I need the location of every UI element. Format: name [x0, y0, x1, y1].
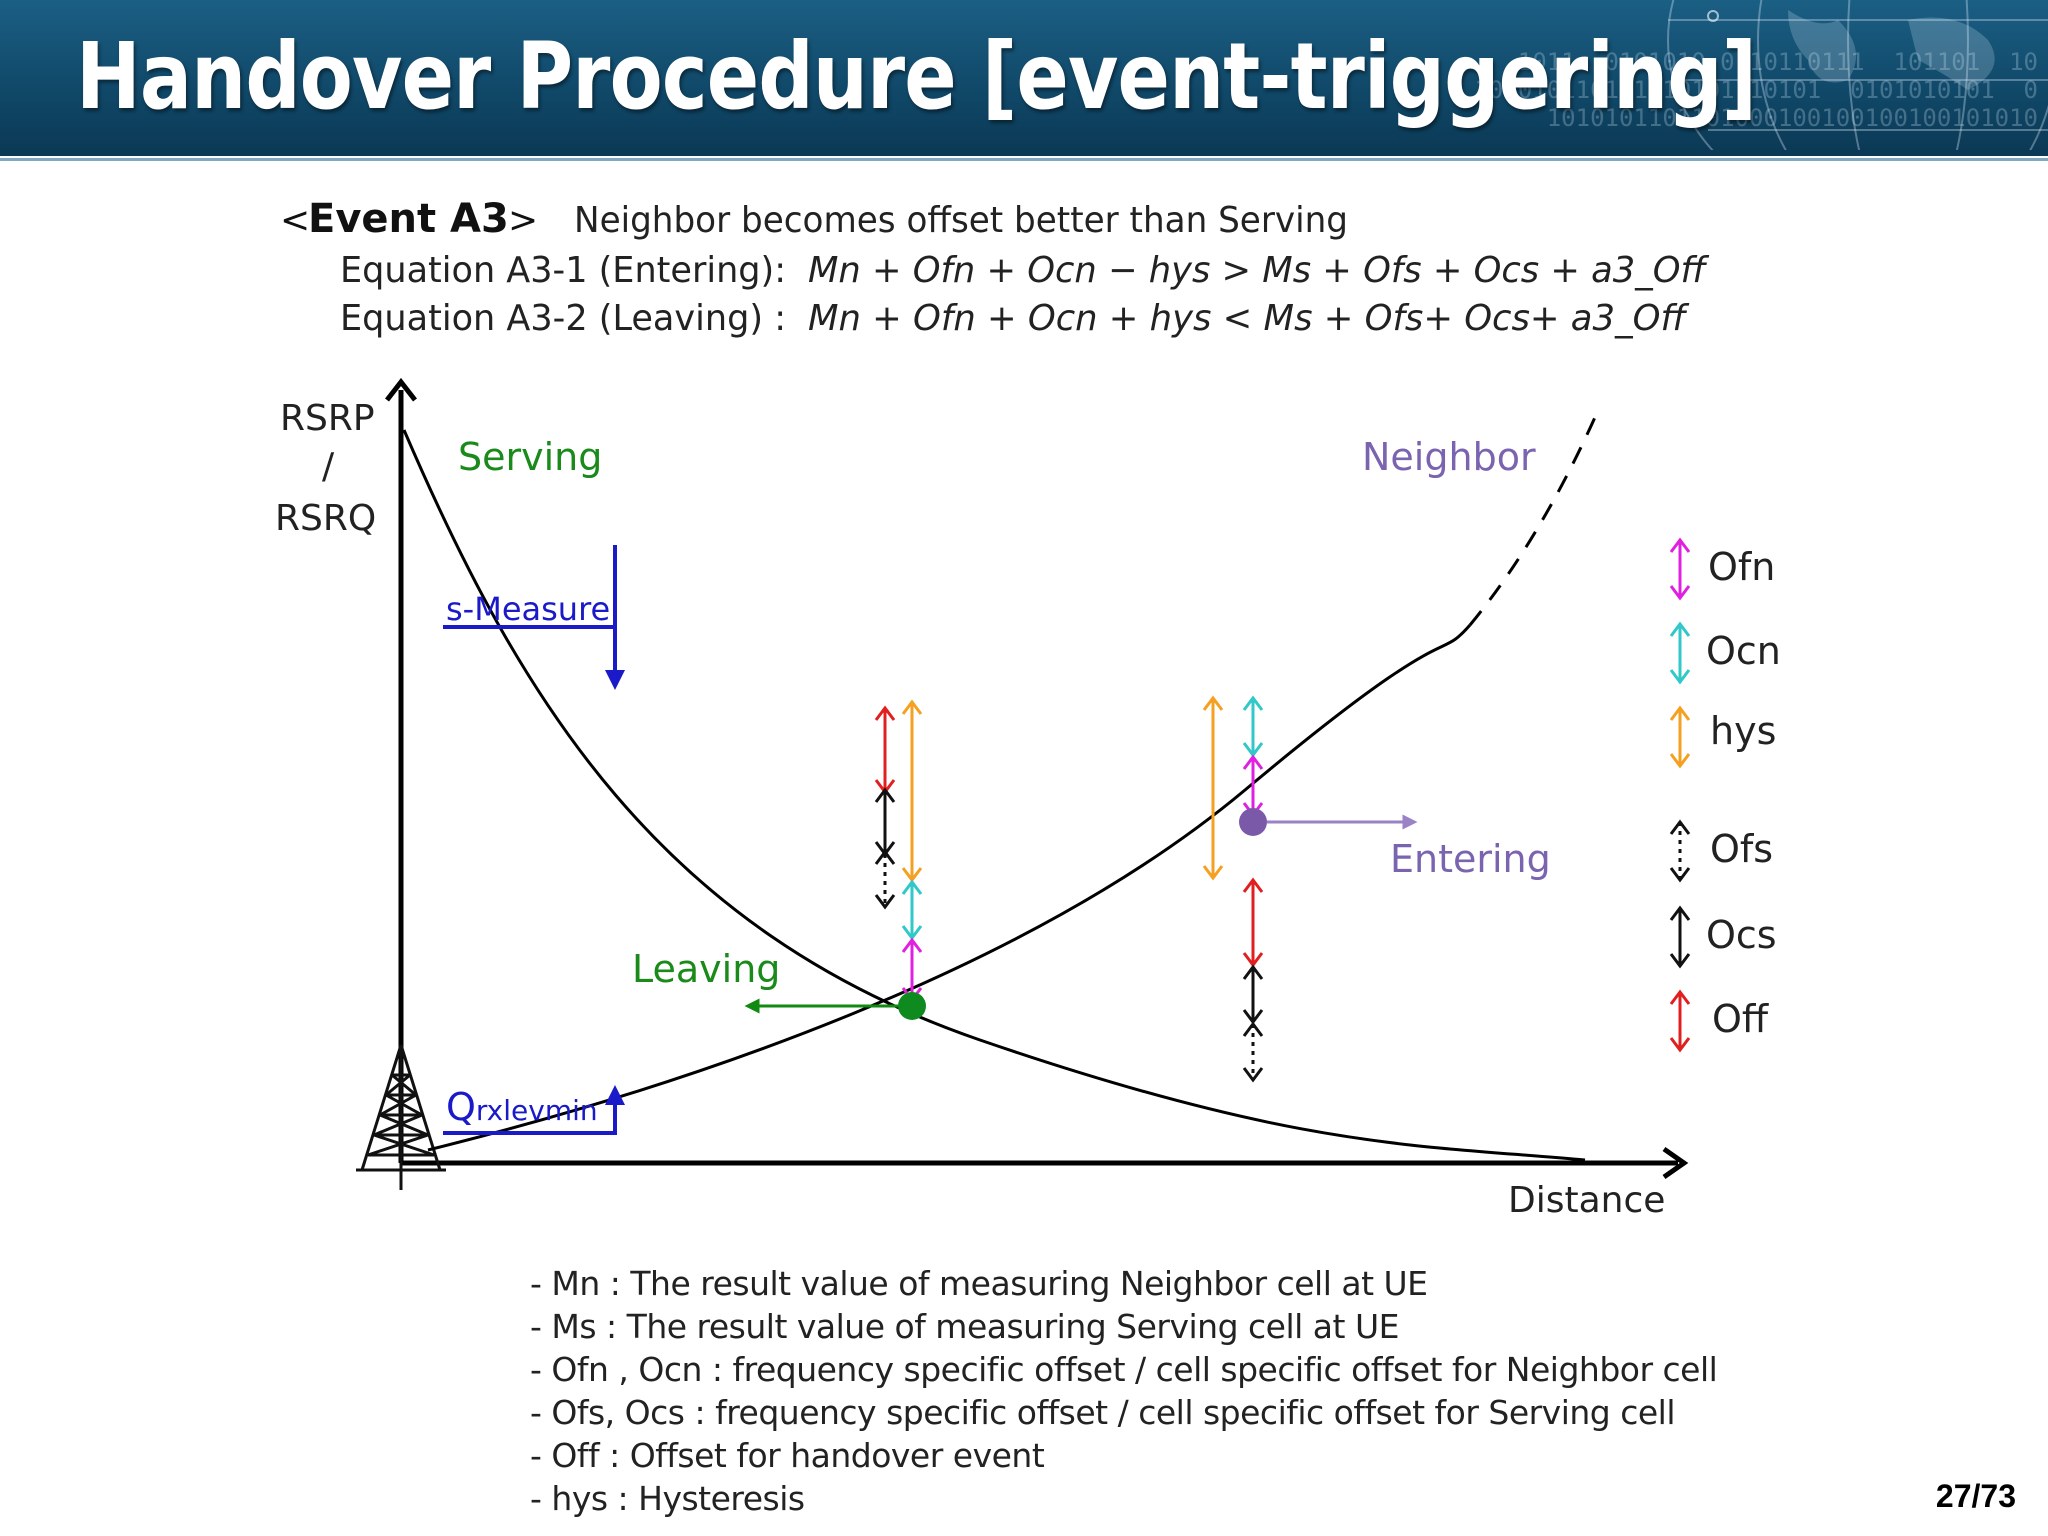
leaving-point — [898, 992, 926, 1020]
legend-hys: hys — [1669, 705, 1776, 769]
neighbor-curve — [427, 624, 1472, 1152]
legend-ocn-label: Ocn — [1706, 629, 1781, 673]
legend-ocs: Ocs — [1669, 905, 1777, 969]
globe-decoration — [1667, 0, 2048, 150]
legend-hys-label: hys — [1710, 709, 1776, 753]
entering-offset-stack — [1202, 695, 1264, 1083]
equation-2-label: Equation A3-2 (Leaving) : — [340, 298, 786, 339]
event-bracket-close: > — [508, 200, 538, 241]
y-axis-label-sep: / — [322, 446, 335, 487]
leaving-offset-stack — [874, 699, 923, 1003]
leaving-off-arrow — [874, 705, 896, 795]
legend-off: Off — [1669, 989, 1769, 1053]
legend-ofn-label: Ofn — [1708, 545, 1775, 589]
qrxlevmin-sub: rxlevmin — [476, 1094, 598, 1127]
definition-ms: - Ms : The result value of measuring Ser… — [530, 1307, 1399, 1346]
entering-ofn-arrow — [1242, 754, 1264, 818]
cell-tower-icon — [356, 1044, 446, 1190]
legend-ocn-arrow-icon — [1669, 621, 1691, 685]
serving-label: Serving — [458, 435, 602, 479]
binary-line-3: 1010101101101000100100100100101010 — [1503, 104, 2038, 132]
neighbor-label: Neighbor — [1362, 435, 1536, 479]
y-axis-arrowhead — [385, 377, 417, 402]
serving-curve — [402, 429, 1586, 1162]
s-measure-label: s-Measure — [446, 590, 610, 628]
leaving-label: Leaving — [632, 947, 780, 991]
event-name: Event A3 — [308, 196, 509, 242]
legend-off-label: Off — [1712, 997, 1769, 1041]
legend-ocs-label: Ocs — [1706, 913, 1777, 957]
header-divider — [0, 150, 2048, 156]
binary-line-1: 1011 0101010 0110110111 101101 10 — [1517, 48, 2038, 76]
entering-label: Entering — [1390, 837, 1551, 881]
equation-1-label: Equation A3-1 (Entering): — [340, 250, 786, 291]
entering-off-arrow — [1242, 877, 1264, 968]
definition-ofs-ocs: - Ofs, Ocs : frequency specific offset /… — [530, 1393, 1676, 1432]
y-axis-label-bottom: RSRQ — [275, 498, 376, 539]
legend-ofs-label: Ofs — [1710, 827, 1773, 871]
binary-line-2: 1010101101 1110101110101 0101010101 0 — [1474, 76, 2038, 104]
legend-ofn: Ofn — [1669, 537, 1775, 601]
legend-ofn-arrow-icon — [1669, 537, 1691, 601]
entering-point — [1239, 808, 1267, 836]
definition-ofn-ocn: - Ofn , Ocn : frequency specific offset … — [530, 1350, 1718, 1389]
entering-ocs-arrow — [1242, 964, 1264, 1025]
offset-legend: Ofn Ocn hys Ofs Ocs — [1669, 537, 1781, 1053]
x-axis-label: Distance — [1508, 1180, 1665, 1221]
legend-ocs-arrow-icon — [1669, 905, 1691, 969]
event-bracket-open: < — [280, 200, 310, 241]
leaving-ocs-arrow — [874, 787, 896, 857]
legend-ofs-arrow-icon — [1669, 819, 1691, 883]
legend-hys-arrow-icon — [1669, 705, 1691, 769]
leaving-ocn-arrow — [901, 879, 923, 941]
qrxlevmin-label: Qrxlevmin — [446, 1085, 598, 1129]
leaving-ofn-arrow — [901, 937, 923, 1003]
leaving-hys-arrow — [901, 699, 923, 883]
entering-hys-arrow — [1202, 695, 1224, 881]
equation-2: Mn + Ofn + Ocn + hys < Ms + Ofs+ Ocs+ a3… — [808, 298, 1690, 339]
y-axis-label-top: RSRP — [280, 398, 375, 439]
legend-ofs: Ofs — [1669, 819, 1773, 883]
legend-off-arrow-icon — [1669, 989, 1691, 1053]
legend-ocn: Ocn — [1669, 621, 1781, 685]
header-divider-light — [0, 158, 2048, 161]
definitions-list: - Mn : The result value of measuring Nei… — [530, 1262, 1718, 1520]
leaving-ofs-arrow — [874, 849, 896, 910]
definition-off: - Off : Offset for handover event — [530, 1436, 1045, 1475]
entering-ocn-arrow — [1242, 695, 1264, 758]
definition-mn: - Mn : The result value of measuring Nei… — [530, 1264, 1428, 1303]
qrxlevmin-main: Q — [446, 1085, 476, 1129]
equation-1: Mn + Ofn + Ocn − hys > Ms + Ofs + Ocs + … — [808, 250, 1710, 291]
page-number: 27/73 — [1935, 1478, 2016, 1514]
x-axis-arrowhead — [1662, 1146, 1689, 1180]
event-description: Neighbor becomes offset better than Serv… — [574, 200, 1348, 241]
definition-hys: - hys : Hysteresis — [530, 1479, 805, 1518]
entering-ofs-arrow — [1242, 1021, 1264, 1083]
page-title: Handover Procedure [event-triggering] — [76, 23, 1757, 130]
